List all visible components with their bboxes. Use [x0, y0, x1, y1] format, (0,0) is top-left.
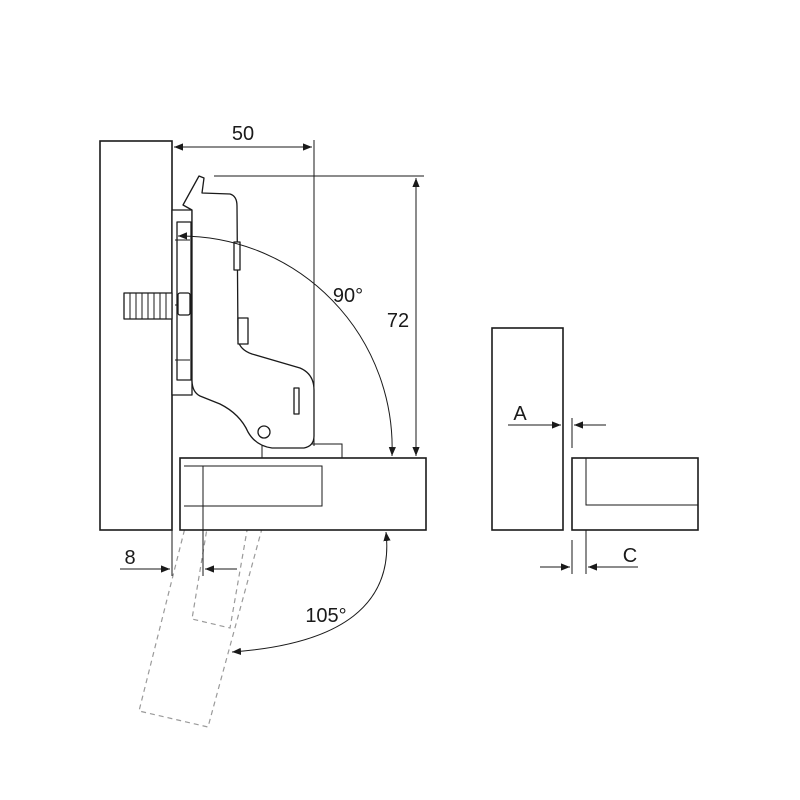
- mounting-plate: [171, 209, 193, 396]
- detail-side-panel: [491, 327, 564, 531]
- opening-angle-90-label: 90°: [333, 285, 363, 307]
- detail-door-panel: [571, 457, 699, 531]
- door-panel: [179, 443, 427, 531]
- dimension-8-label: 8: [124, 547, 135, 569]
- gap-detail-view: A C: [491, 327, 699, 574]
- gap-a-label: A: [513, 403, 527, 425]
- swing-angle-105-label: 105°: [305, 605, 346, 627]
- dimension-72-label: 72: [387, 310, 409, 332]
- swing-angle-105: 105°: [231, 531, 391, 655]
- gap-c-label: C: [623, 545, 637, 567]
- dimension-8: 8: [120, 466, 237, 576]
- cabinet-side-panel: [99, 140, 173, 531]
- dimension-50-label: 50: [232, 123, 254, 145]
- mounting-screw: [123, 292, 173, 320]
- opening-angle-90: 90°: [177, 232, 396, 457]
- door-open-105-ghost: [138, 471, 274, 728]
- hinge-arm: [182, 175, 315, 449]
